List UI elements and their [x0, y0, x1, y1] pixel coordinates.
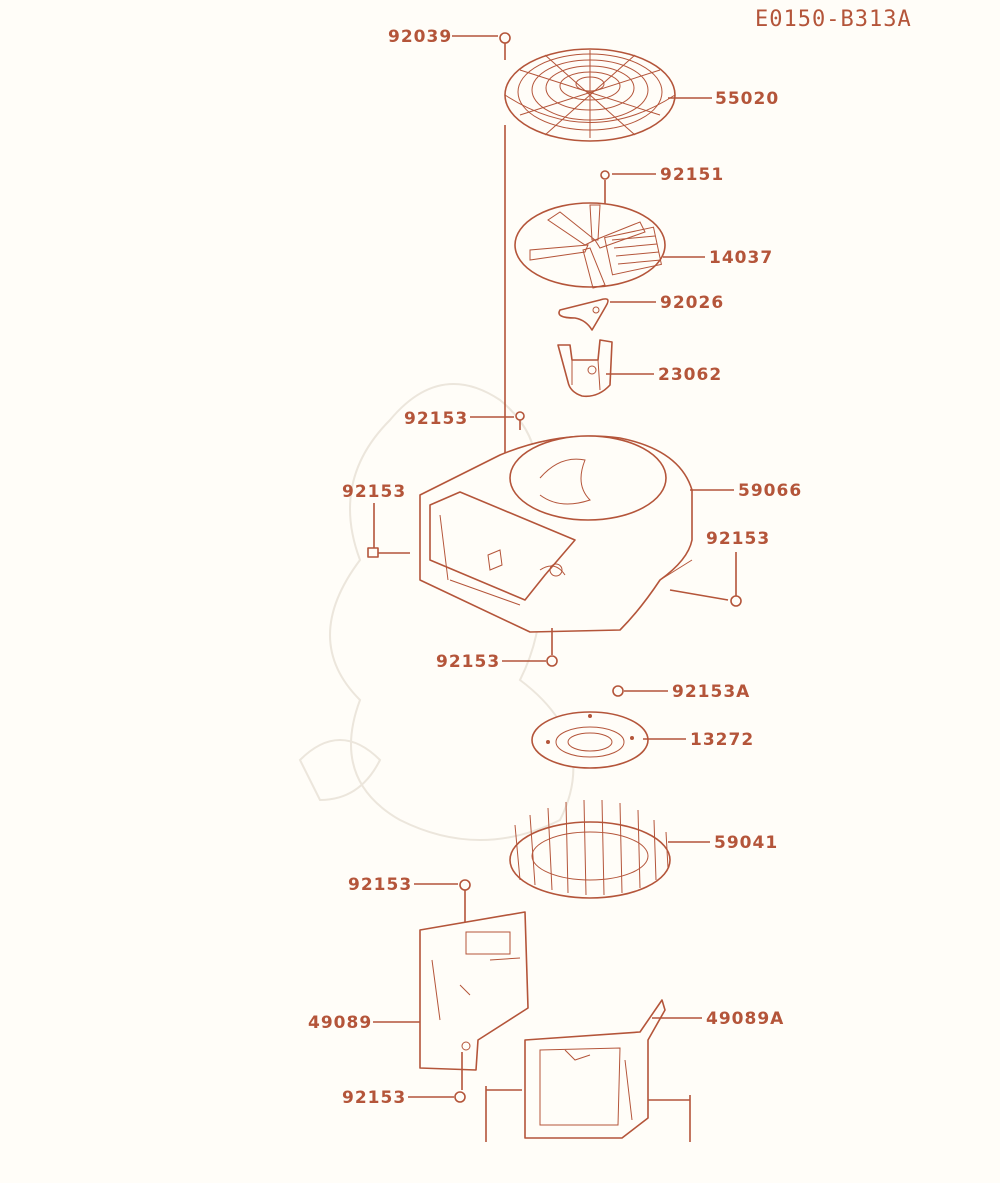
part-55020-screen	[504, 48, 676, 142]
callout-92039: 92039	[388, 27, 452, 47]
callout-92026: 92026	[660, 293, 724, 313]
callout-92153-top: 92153	[404, 409, 468, 429]
callout-92153A: 92153A	[672, 682, 750, 702]
part-92153-top-bolt	[515, 411, 525, 430]
part-92151-screw	[600, 170, 610, 180]
callout-92153-lower: 92153	[342, 1088, 406, 1108]
callout-92153-bottom: 92153	[436, 652, 500, 672]
callout-92151: 92151	[660, 165, 724, 185]
callout-92153-right: 92153	[706, 529, 770, 549]
callout-49089: 49089	[308, 1013, 372, 1033]
part-13272-plate	[531, 711, 649, 769]
part-49089A-baffle	[486, 999, 690, 1139]
part-92039-screw	[499, 32, 511, 60]
part-59041-fan	[509, 799, 671, 899]
callout-59041: 59041	[714, 833, 778, 853]
callout-23062: 23062	[658, 365, 722, 385]
part-92026-clip	[558, 298, 609, 331]
callout-92153-plate: 92153	[348, 875, 412, 895]
part-92153-bottom-bolt	[546, 628, 558, 667]
part-92153-lower-bolt	[454, 1052, 466, 1103]
part-92153-left-bolt	[367, 547, 410, 558]
callout-59066: 59066	[738, 481, 802, 501]
part-49089-baffle	[419, 911, 529, 1071]
part-59066-blower-housing	[419, 435, 693, 633]
callout-13272: 13272	[690, 730, 754, 750]
callout-55020: 55020	[715, 89, 779, 109]
callout-92153-left: 92153	[342, 482, 406, 502]
callout-14037: 14037	[709, 248, 773, 268]
part-23062-bracket	[557, 339, 613, 398]
callout-49089A: 49089A	[706, 1009, 784, 1029]
diagram-code: E0150-B313A	[755, 7, 912, 32]
part-92153A-bolt	[612, 685, 624, 697]
part-14037-fan-screen	[514, 202, 666, 289]
part-92153-right-bolt	[669, 589, 742, 607]
